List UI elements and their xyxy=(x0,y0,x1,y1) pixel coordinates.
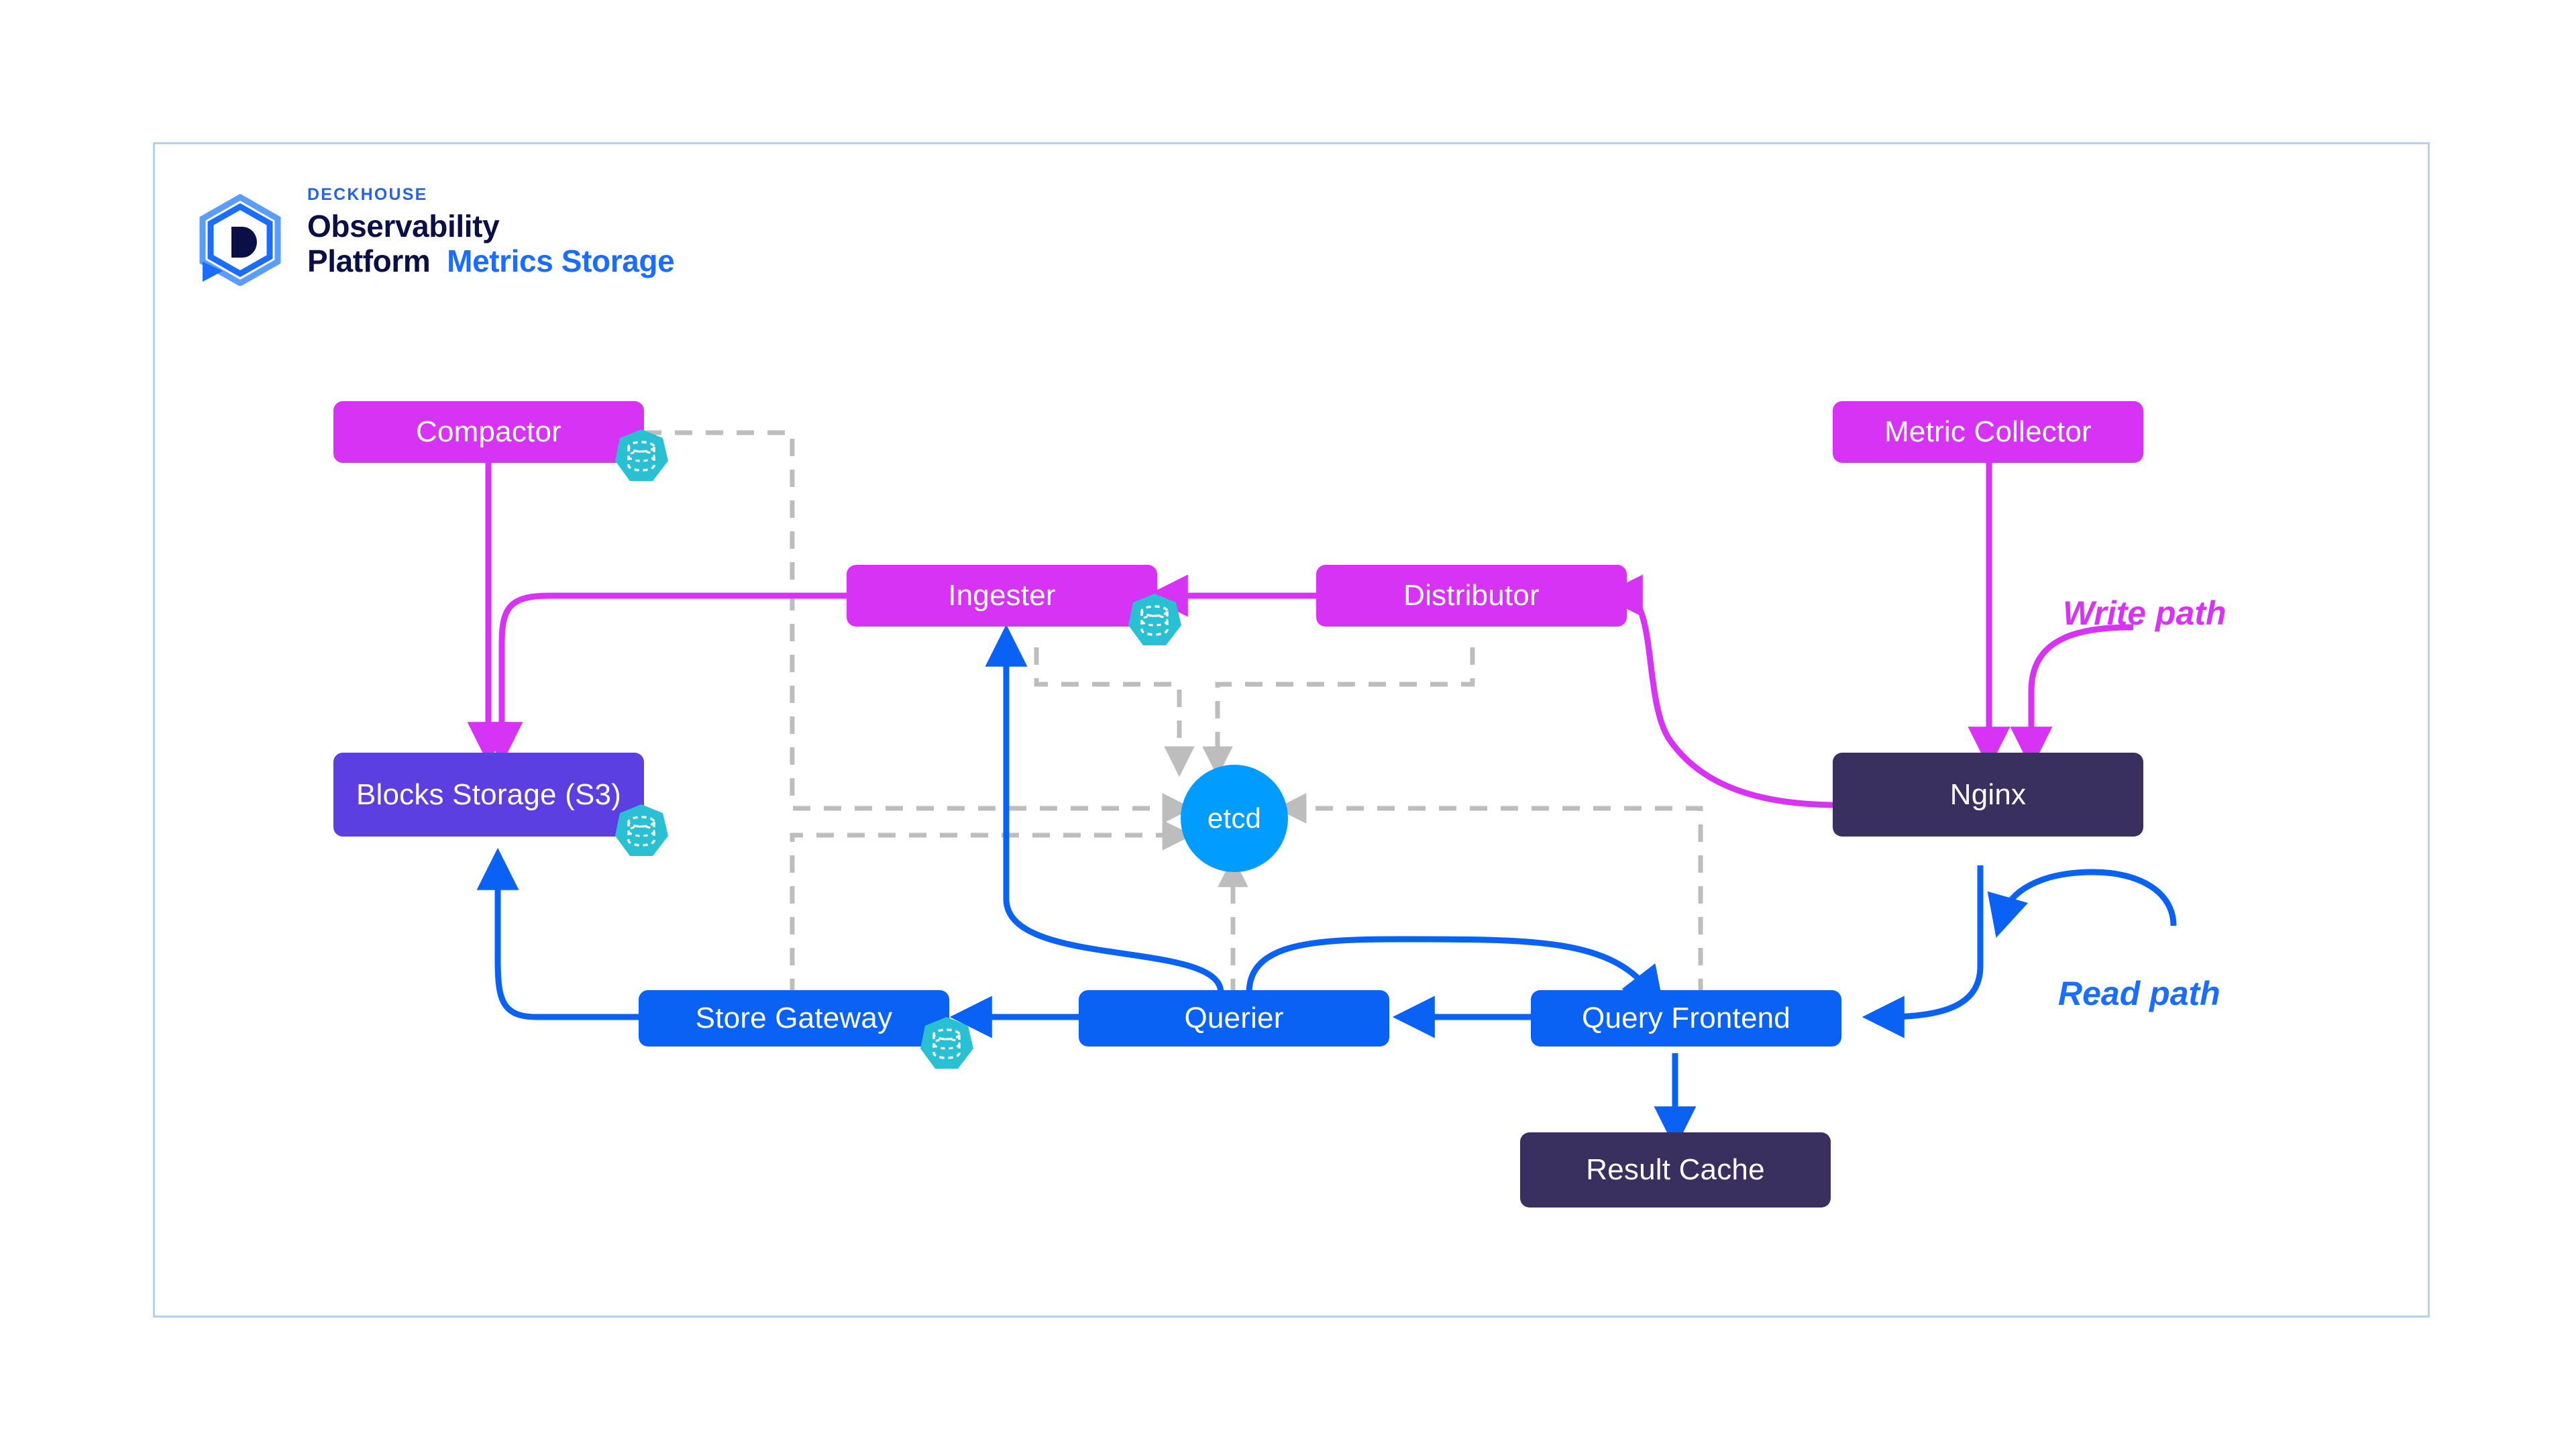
node-blocks-storage-label: Blocks Storage (S3) xyxy=(356,777,622,811)
brand-line-1: Observability xyxy=(307,209,500,244)
node-ingester-label: Ingester xyxy=(948,579,1056,612)
edge-distributor-etcd xyxy=(1202,647,1475,777)
edge-querier-ingester xyxy=(985,624,1224,994)
node-nginx[interactable]: Nginx xyxy=(1833,753,2143,837)
node-etcd-label: etcd xyxy=(1207,802,1262,834)
node-querier[interactable]: Querier xyxy=(1079,990,1389,1046)
node-blocks-storage[interactable]: Blocks Storage (S3) xyxy=(333,753,644,837)
node-result-cache[interactable]: Result Cache xyxy=(1520,1132,1831,1208)
node-store-gateway-label: Store Gateway xyxy=(695,1002,893,1034)
node-distributor[interactable]: Distributor xyxy=(1316,565,1627,627)
node-metric-collector-label: Metric Collector xyxy=(1884,415,2092,448)
edge-nginx-distributor xyxy=(1600,574,1840,808)
edge-querier-query-frontend xyxy=(1246,936,1664,1010)
persistent-volume-icon-ingester xyxy=(1126,592,1183,649)
edge-query-frontend-etcd xyxy=(1275,793,1703,996)
read-path-label: Read path xyxy=(2058,975,2220,1012)
brand-line-2: Platform Metrics Storage xyxy=(307,244,696,279)
node-etcd[interactable]: etcd xyxy=(1181,765,1288,872)
edge-compactor-etcd xyxy=(644,430,1193,824)
deckhouse-hexagon-d-logo-icon xyxy=(193,192,287,287)
node-compactor[interactable]: Compactor xyxy=(333,401,644,463)
persistent-volume-icon-store-gateway xyxy=(918,1015,975,1073)
edge-ingester-etcd xyxy=(1034,647,1195,777)
edge-store-gateway-blocks-storage xyxy=(476,847,639,1020)
node-distributor-label: Distributor xyxy=(1403,579,1540,612)
brand-line-2-prefix: Platform xyxy=(307,243,431,278)
edge-ingester-blocks-storage xyxy=(480,592,847,765)
node-compactor-label: Compactor xyxy=(416,415,561,448)
edge-read-path-nginx xyxy=(1987,869,2177,938)
node-nginx-label: Nginx xyxy=(1949,777,2027,811)
brand-eyebrow: DECKHOUSE xyxy=(307,185,428,204)
persistent-volume-icon-blocks-storage xyxy=(612,802,670,860)
node-query-frontend[interactable]: Query Frontend xyxy=(1531,990,1841,1046)
edge-store-gateway-etcd xyxy=(790,820,1193,996)
brand-logo: DECKHOUSE Observability Platform Metrics… xyxy=(193,186,703,287)
edge-write-path-nginx xyxy=(2010,624,2134,769)
node-querier-label: Querier xyxy=(1184,1002,1284,1034)
brand-product-name: Metrics Storage xyxy=(447,243,675,278)
node-result-cache-label: Result Cache xyxy=(1586,1153,1765,1186)
node-metric-collector[interactable]: Metric Collector xyxy=(1833,401,2143,463)
node-query-frontend-label: Query Frontend xyxy=(1582,1002,1790,1034)
brand-logo-text: DECKHOUSE Observability Platform Metrics… xyxy=(307,186,696,278)
node-store-gateway[interactable]: Store Gateway xyxy=(639,990,949,1046)
edge-nginx-query-frontend xyxy=(1862,865,1984,1038)
persistent-volume-icon-compactor xyxy=(612,427,670,485)
write-path-label: Write path xyxy=(2063,594,2226,632)
node-ingester[interactable]: Ingester xyxy=(847,565,1157,627)
